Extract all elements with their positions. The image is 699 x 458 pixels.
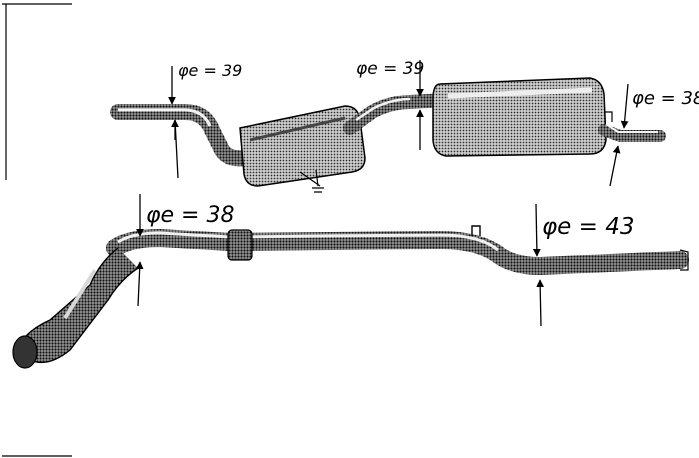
label-diam-front-pipe: φe = 39 [178, 61, 242, 80]
upper-exhaust-assembly [110, 77, 666, 193]
tail-pipe [598, 124, 666, 142]
lower-exhaust-assembly [12, 225, 689, 369]
rear-muffler [432, 77, 607, 157]
hanger-bracket [312, 169, 324, 193]
exhaust-tip-outlet [12, 335, 38, 369]
mid-pipe [343, 93, 455, 135]
exhaust-tip [19, 247, 139, 364]
frame-lines [2, 3, 72, 457]
label-diam-rear-lower-left: φe = 38 [146, 203, 234, 228]
hanger-hook [604, 111, 613, 122]
front-pipe [110, 104, 253, 167]
pipe-bracket [471, 225, 481, 236]
rear-pipe [106, 228, 689, 276]
dimension-markers [135, 60, 629, 327]
pipe-clamp [227, 229, 253, 261]
center-muffler [239, 105, 366, 187]
pipe-end [679, 249, 689, 271]
label-diam-mid-pipe: φe = 39 [356, 59, 424, 79]
label-diam-rear-lower-right: φe = 43 [542, 214, 634, 240]
label-diam-rear-upper: φe = 38 [632, 88, 699, 109]
